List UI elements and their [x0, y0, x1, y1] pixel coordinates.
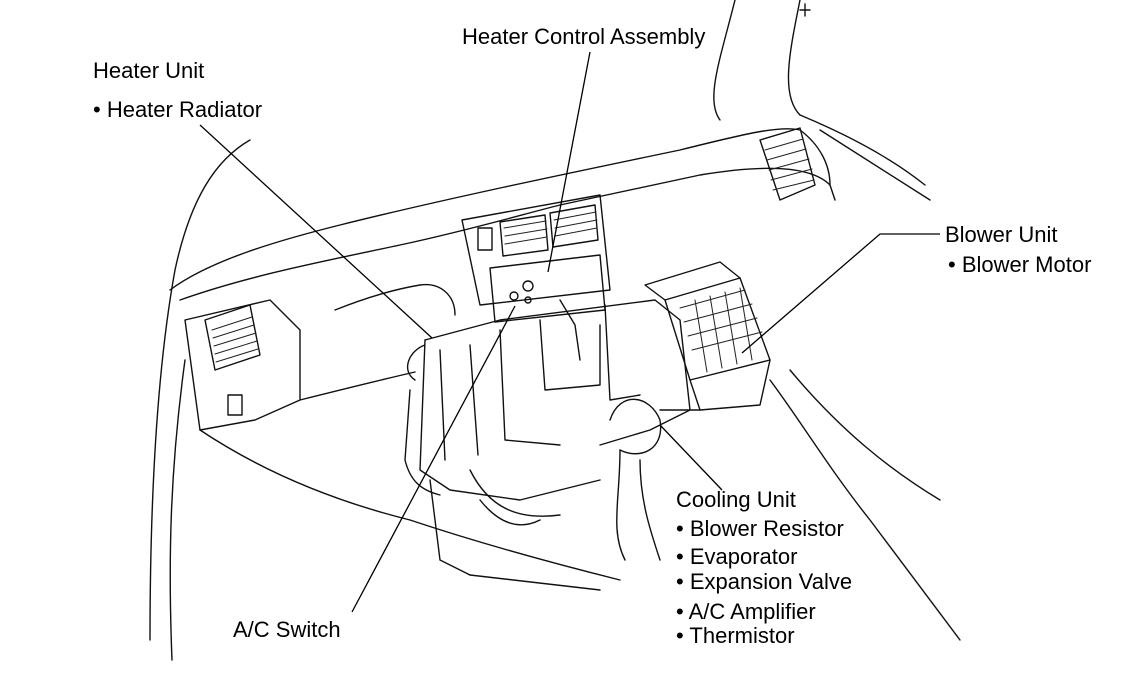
label-blower-motor: • Blower Motor: [948, 252, 1092, 277]
heater-unit-body: [404, 299, 691, 561]
blower-unit-body: [644, 261, 771, 411]
leader-blower-motor: [741, 233, 940, 354]
label-expansion-valve: • Expansion Valve: [676, 569, 853, 594]
label-blower-resistor: • Blower Resistor: [676, 516, 844, 541]
left-vent: [204, 304, 261, 416]
leader-lines: [199, 51, 940, 613]
vehicle-outline: [149, 0, 961, 661]
label-evaporator: • Evaporator: [676, 544, 798, 569]
leader-ac-switch: [351, 305, 516, 613]
label-ac-switch: A/C Switch: [233, 617, 341, 642]
dashboard-panel: [169, 128, 836, 591]
label-ac-amplifier: • A/C Amplifier: [676, 599, 816, 624]
label-heater-radiator: • Heater Radiator: [93, 97, 263, 122]
leader-cooling-unit: [659, 424, 723, 491]
label-heater-control-assembly: Heater Control Assembly: [462, 24, 706, 49]
right-vent: [759, 127, 816, 201]
center-vents: [461, 194, 611, 323]
label-thermistor: • Thermistor: [676, 623, 795, 648]
leader-heater-control: [547, 51, 591, 273]
label-cooling-unit: Cooling Unit: [676, 487, 796, 512]
label-heater-unit: Heater Unit: [93, 58, 205, 83]
leader-heater-radiator: [199, 124, 433, 339]
label-blower-unit: Blower Unit: [945, 222, 1058, 247]
